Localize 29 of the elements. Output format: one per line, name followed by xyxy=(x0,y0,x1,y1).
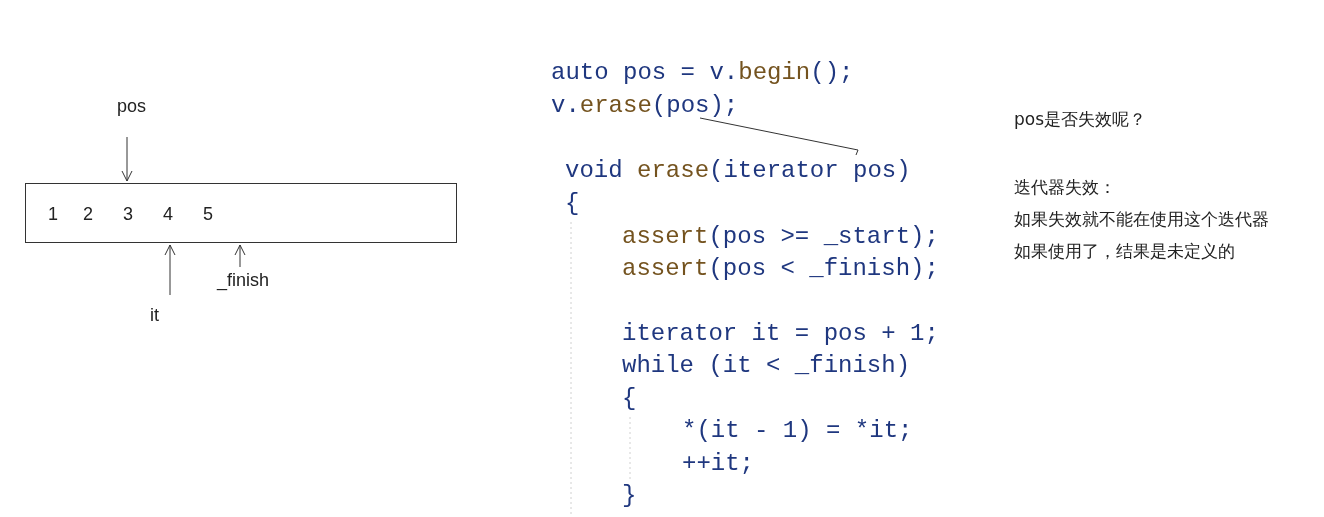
code-line: { xyxy=(622,384,637,414)
array-element: 4 xyxy=(163,203,173,225)
code-line: while (it < _finish) xyxy=(622,351,911,381)
array-element: 5 xyxy=(203,203,213,225)
note-text: 如果失效就不能在使用这个迭代器 xyxy=(1014,208,1269,231)
code-line: iterator it = pos + 1; xyxy=(622,319,939,349)
arrow xyxy=(234,244,246,268)
pointer-label: pos xyxy=(117,95,147,117)
code-line: assert(pos < _finish); xyxy=(622,254,939,284)
code-line: { xyxy=(565,189,580,219)
note-text: 迭代器失效： xyxy=(1014,176,1116,199)
code-line: } xyxy=(622,481,637,511)
note-text: 如果使用了，结果是未定义的 xyxy=(1014,240,1235,263)
array-element: 2 xyxy=(83,203,93,225)
code-line: auto pos = v.begin(); xyxy=(551,58,854,88)
code-line: *(it - 1) = *it; xyxy=(682,416,913,446)
pointer-label: _finish xyxy=(217,269,270,291)
arrow xyxy=(121,136,133,182)
array-box xyxy=(25,183,457,243)
code-line: ++it; xyxy=(682,449,754,479)
pointer-label: it xyxy=(150,304,159,326)
note-text: pos是否失效呢？ xyxy=(1014,108,1147,131)
arrow xyxy=(164,244,176,296)
leader-line xyxy=(699,117,859,156)
code-line: v.erase(pos); xyxy=(551,90,739,122)
array-element: 1 xyxy=(48,203,58,225)
array-element: 3 xyxy=(123,203,133,225)
code-line: assert(pos >= _start); xyxy=(622,222,939,252)
code-line: void erase(iterator pos) xyxy=(565,155,911,187)
